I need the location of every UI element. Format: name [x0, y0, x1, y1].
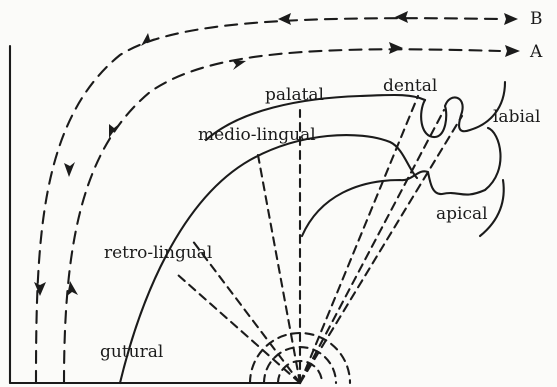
label-labial: labial: [493, 107, 540, 127]
label-medio-lingual: medio-lingual: [198, 125, 316, 145]
label-retro-lingual: retro-lingual: [104, 243, 212, 263]
arrow-b-4: [64, 162, 75, 177]
label-gutural: gutural: [100, 342, 163, 362]
radial-retro-lower: [178, 275, 300, 383]
arrow-a-1: [389, 42, 403, 54]
flow-arc-b: [34, 11, 518, 383]
arrow-a-2: [232, 60, 246, 70]
arrow-a-3: [109, 124, 119, 138]
radial-labial-outer: [300, 116, 462, 383]
label-a: A: [529, 42, 543, 62]
flow-path-b: [36, 18, 500, 383]
label-b: B: [530, 9, 543, 29]
arrow-a-end: [505, 45, 520, 57]
arrow-b-5: [34, 282, 46, 296]
axes: [10, 46, 300, 383]
label-dental: dental: [383, 76, 437, 96]
radial-medio-lingual: [258, 155, 300, 383]
radial-dental: [300, 96, 418, 383]
arrow-b-2: [278, 13, 291, 25]
arrow-b-end: [504, 13, 518, 25]
label-palatal: palatal: [265, 85, 324, 105]
arrow-b-1: [395, 11, 408, 23]
radial-labial: [300, 110, 444, 383]
label-apical: apical: [436, 204, 488, 224]
